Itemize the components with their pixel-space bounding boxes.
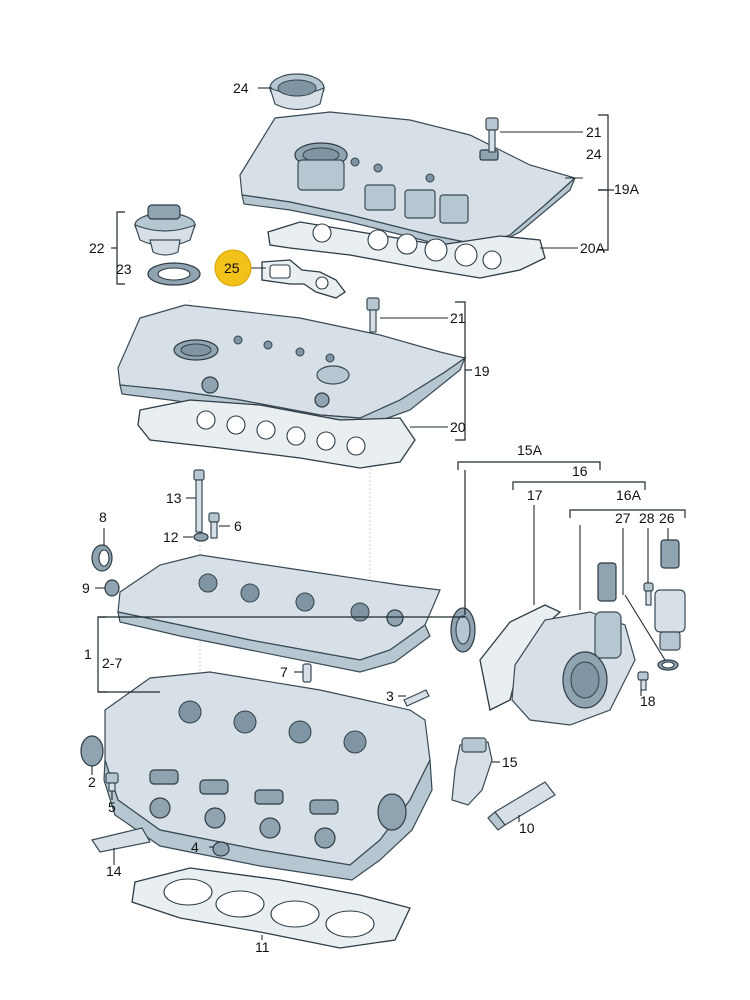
part-19A-valve-cover [239, 111, 577, 253]
part-8-seal [91, 544, 113, 572]
label-22: 22 [89, 240, 105, 256]
part-3-stud [403, 689, 430, 707]
label-4: 4 [191, 839, 199, 855]
label-21-top: 21 [586, 124, 602, 140]
part-18-bolt [637, 671, 649, 691]
part-camshaft-housing [117, 554, 441, 673]
label-12: 12 [163, 529, 179, 545]
part-10-sealant-tube [487, 781, 556, 831]
label-8: 8 [99, 509, 107, 525]
label-15A: 15A [517, 442, 543, 458]
label-20A: 20A [580, 240, 606, 256]
part-labels: 24 21 24 19A 20A 22 23 25 21 19 20 15A 1… [82, 80, 675, 955]
label-13: 13 [166, 490, 182, 506]
part-14-shield [91, 827, 151, 853]
part-13-long-bolt [193, 469, 205, 533]
part-4-plug [212, 841, 230, 857]
part-28-bolt [643, 582, 654, 606]
part-21-bolt-top [485, 117, 499, 153]
label-3: 3 [386, 688, 394, 704]
part-23-seal-ring [147, 262, 201, 286]
label-10: 10 [519, 820, 535, 836]
part-21-bolt-mid [366, 297, 380, 333]
label-26: 26 [659, 510, 675, 526]
label-1: 1 [84, 646, 92, 662]
part-20A-gasket [267, 221, 546, 279]
label-23: 23 [116, 261, 132, 277]
label-19: 19 [474, 363, 490, 379]
part-12-washer [193, 532, 209, 542]
label-17: 17 [527, 487, 543, 503]
part-22-oil-filler-cap [134, 204, 196, 256]
part-25-gasket [261, 259, 346, 299]
part-11-head-gasket [131, 867, 411, 949]
label-21-mid: 21 [450, 310, 466, 326]
label-14: 14 [106, 863, 122, 879]
label-27: 27 [615, 510, 631, 526]
part-15-bracket [451, 737, 493, 806]
label-2-7: 2-7 [102, 655, 122, 671]
part-1-cylinder-head [103, 671, 433, 881]
group-brackets [97, 114, 686, 693]
highlight-marker-25 [214, 249, 252, 287]
part-20-gasket [137, 399, 416, 469]
part-2-plug [80, 735, 104, 767]
label-20: 20 [450, 419, 466, 435]
part-24-seal-ring [269, 73, 325, 111]
part-16-housing [511, 562, 636, 726]
label-11: 11 [255, 939, 270, 955]
label-9: 9 [82, 580, 90, 596]
part-15A-camshaft-sprocket [450, 607, 476, 653]
label-25: 25 [224, 260, 240, 276]
label-24-top: 24 [233, 80, 249, 96]
part-7-dowel-pin [302, 663, 312, 683]
label-2: 2 [88, 774, 96, 790]
label-7: 7 [280, 664, 288, 680]
part-27-o-ring [657, 659, 679, 671]
part-6-bolt [208, 512, 220, 539]
label-19A: 19A [614, 181, 640, 197]
label-16: 16 [572, 463, 588, 479]
label-15: 15 [502, 754, 518, 770]
leader-lines [91, 87, 669, 940]
label-16A: 16A [616, 487, 642, 503]
part-26-sensor [654, 539, 686, 651]
label-18: 18 [640, 693, 656, 709]
label-24-right: 24 [586, 146, 602, 162]
label-5: 5 [108, 799, 116, 815]
part-9-plug [104, 579, 120, 597]
label-6: 6 [234, 518, 242, 534]
label-28: 28 [639, 510, 655, 526]
